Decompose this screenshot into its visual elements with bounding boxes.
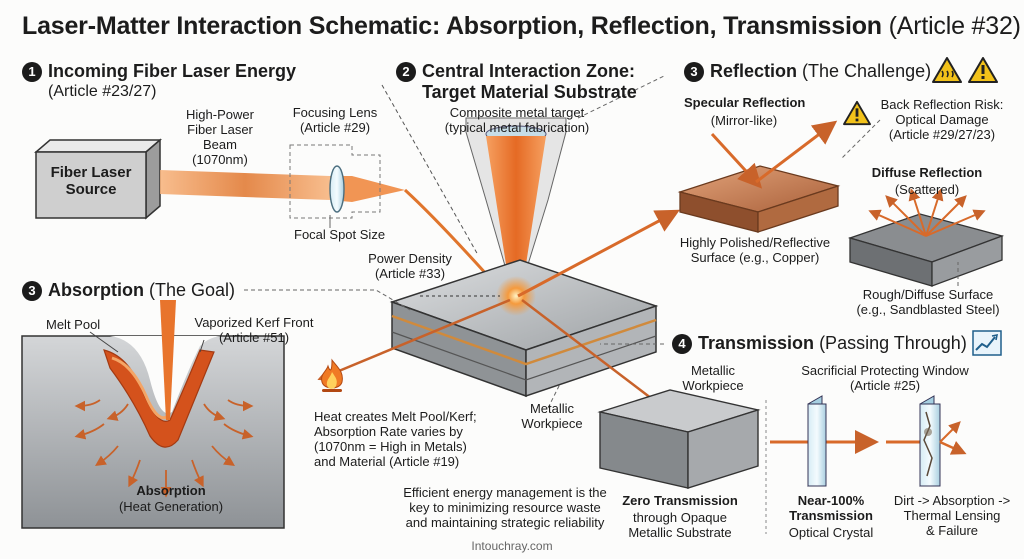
polished-surface-label: Highly Polished/Reflective Surface (e.g.… [679,235,831,265]
reflection-qualifier: (The Challenge) [802,61,932,81]
target-label: Composite metal target (typical metal fa… [444,105,590,135]
specular-sub: (Mirror-like) [710,113,778,128]
reflection-beam [517,209,680,298]
dirty-window [886,395,967,487]
optical-crystal [770,395,879,487]
chart-icon [972,330,1002,356]
diffuse-title: Diffuse Reflection [871,165,983,180]
transmission-heading: Transmission (Passing Through) [698,333,967,354]
flame-icon [318,358,346,394]
zero-transmission-sub: through Opaque Metallic Substrate [628,510,732,540]
section-number-3-reflection: 3 [684,62,704,82]
protective-window-label: Sacrificial Protecting Window (Article #… [801,363,969,393]
source-article: (Article #23/27) [48,83,157,100]
heat-note: Heat creates Melt Pool/Kerf; Absorption … [314,409,477,469]
beam-label: High-Power Fiber Laser Beam (1070nm) [186,107,254,167]
nozzle-cone [465,117,567,291]
section-number-2: 2 [396,62,416,82]
interaction-leader [381,84,479,256]
workpiece-label-transmission: Metallic Workpiece [682,363,744,393]
section-number-3-absorption: 3 [22,281,42,301]
fiber-laser-source-box [33,138,163,220]
focusing-lens [329,165,345,213]
section-number-1: 1 [22,62,42,82]
dirt-failure-label: Dirt -> Absorption -> Thermal Lensing & … [893,493,1011,538]
heat-wave-arrows [74,399,254,498]
copper-plate [677,120,841,233]
absorption-qualifier: (The Goal) [149,280,236,300]
lens-outline [289,144,381,219]
absorption-beam [317,298,511,382]
back-reflection-risk: Back Reflection Risk: Optical Damage (Ar… [880,97,1004,142]
absorption-title: Absorption [136,483,206,498]
title-article: (Article #32) [888,12,1021,40]
fiber-laser-source-label: Fiber Laser Source [50,164,132,199]
interaction-heading: Central Interaction Zone: Target Materia… [422,61,637,102]
reflection-heading: Reflection (The Challenge) [710,61,931,82]
opaque-metal-block [597,389,761,489]
warning-icon [968,56,998,84]
melt-pool-leader [89,331,119,353]
zero-transmission-title: Zero Transmission [622,493,738,508]
near-transmission-sub: Optical Crystal [788,525,874,540]
absorption-sub: (Heat Generation) [118,499,224,514]
leader-lines [244,75,959,409]
absorption-heading-title: Absorption [48,280,144,300]
transmission-qualifier: (Passing Through) [819,333,967,353]
source-heading: Incoming Fiber Laser Energy [48,61,297,81]
page-title: Laser-Matter Interaction Schematic: Abso… [22,12,1021,41]
kerf-front-label: Vaporized Kerf Front (Article #51) [194,315,314,345]
absorption-heading: Absorption (The Goal) [48,280,235,301]
melt-pool-label: Melt Pool [46,317,101,332]
lens-label: Focusing Lens (Article #29) [292,105,378,135]
reflection-title: Reflection [710,61,798,81]
focal-spot-label: Focal Spot Size [294,227,386,242]
absorption-block [21,300,285,529]
kerf-leader [199,339,205,353]
watermark: Intouchray.com [471,539,553,553]
diffuse-sub: (Scattered) [894,182,960,197]
rough-plate [847,188,1005,287]
workpiece-label-center: Metallic Workpiece [521,401,583,431]
title-main: Laser-Matter Interaction Schematic: Abso… [22,12,882,40]
footer-note: Efficient energy management is the key t… [403,485,607,530]
rough-surface-label: Rough/Diffuse Surface (e.g., Sandblasted… [856,287,1000,317]
heat-warning-icon [932,56,962,84]
transmission-beam [521,299,670,413]
back-reflection-warning-icon [843,100,871,126]
specular-title: Specular Reflection [684,95,806,110]
near-transmission-title: Near-100% Transmission [789,493,873,523]
section-number-4: 4 [672,334,692,354]
transmission-title: Transmission [698,333,815,353]
power-density-label: Power Density (Article #33) [368,251,452,281]
